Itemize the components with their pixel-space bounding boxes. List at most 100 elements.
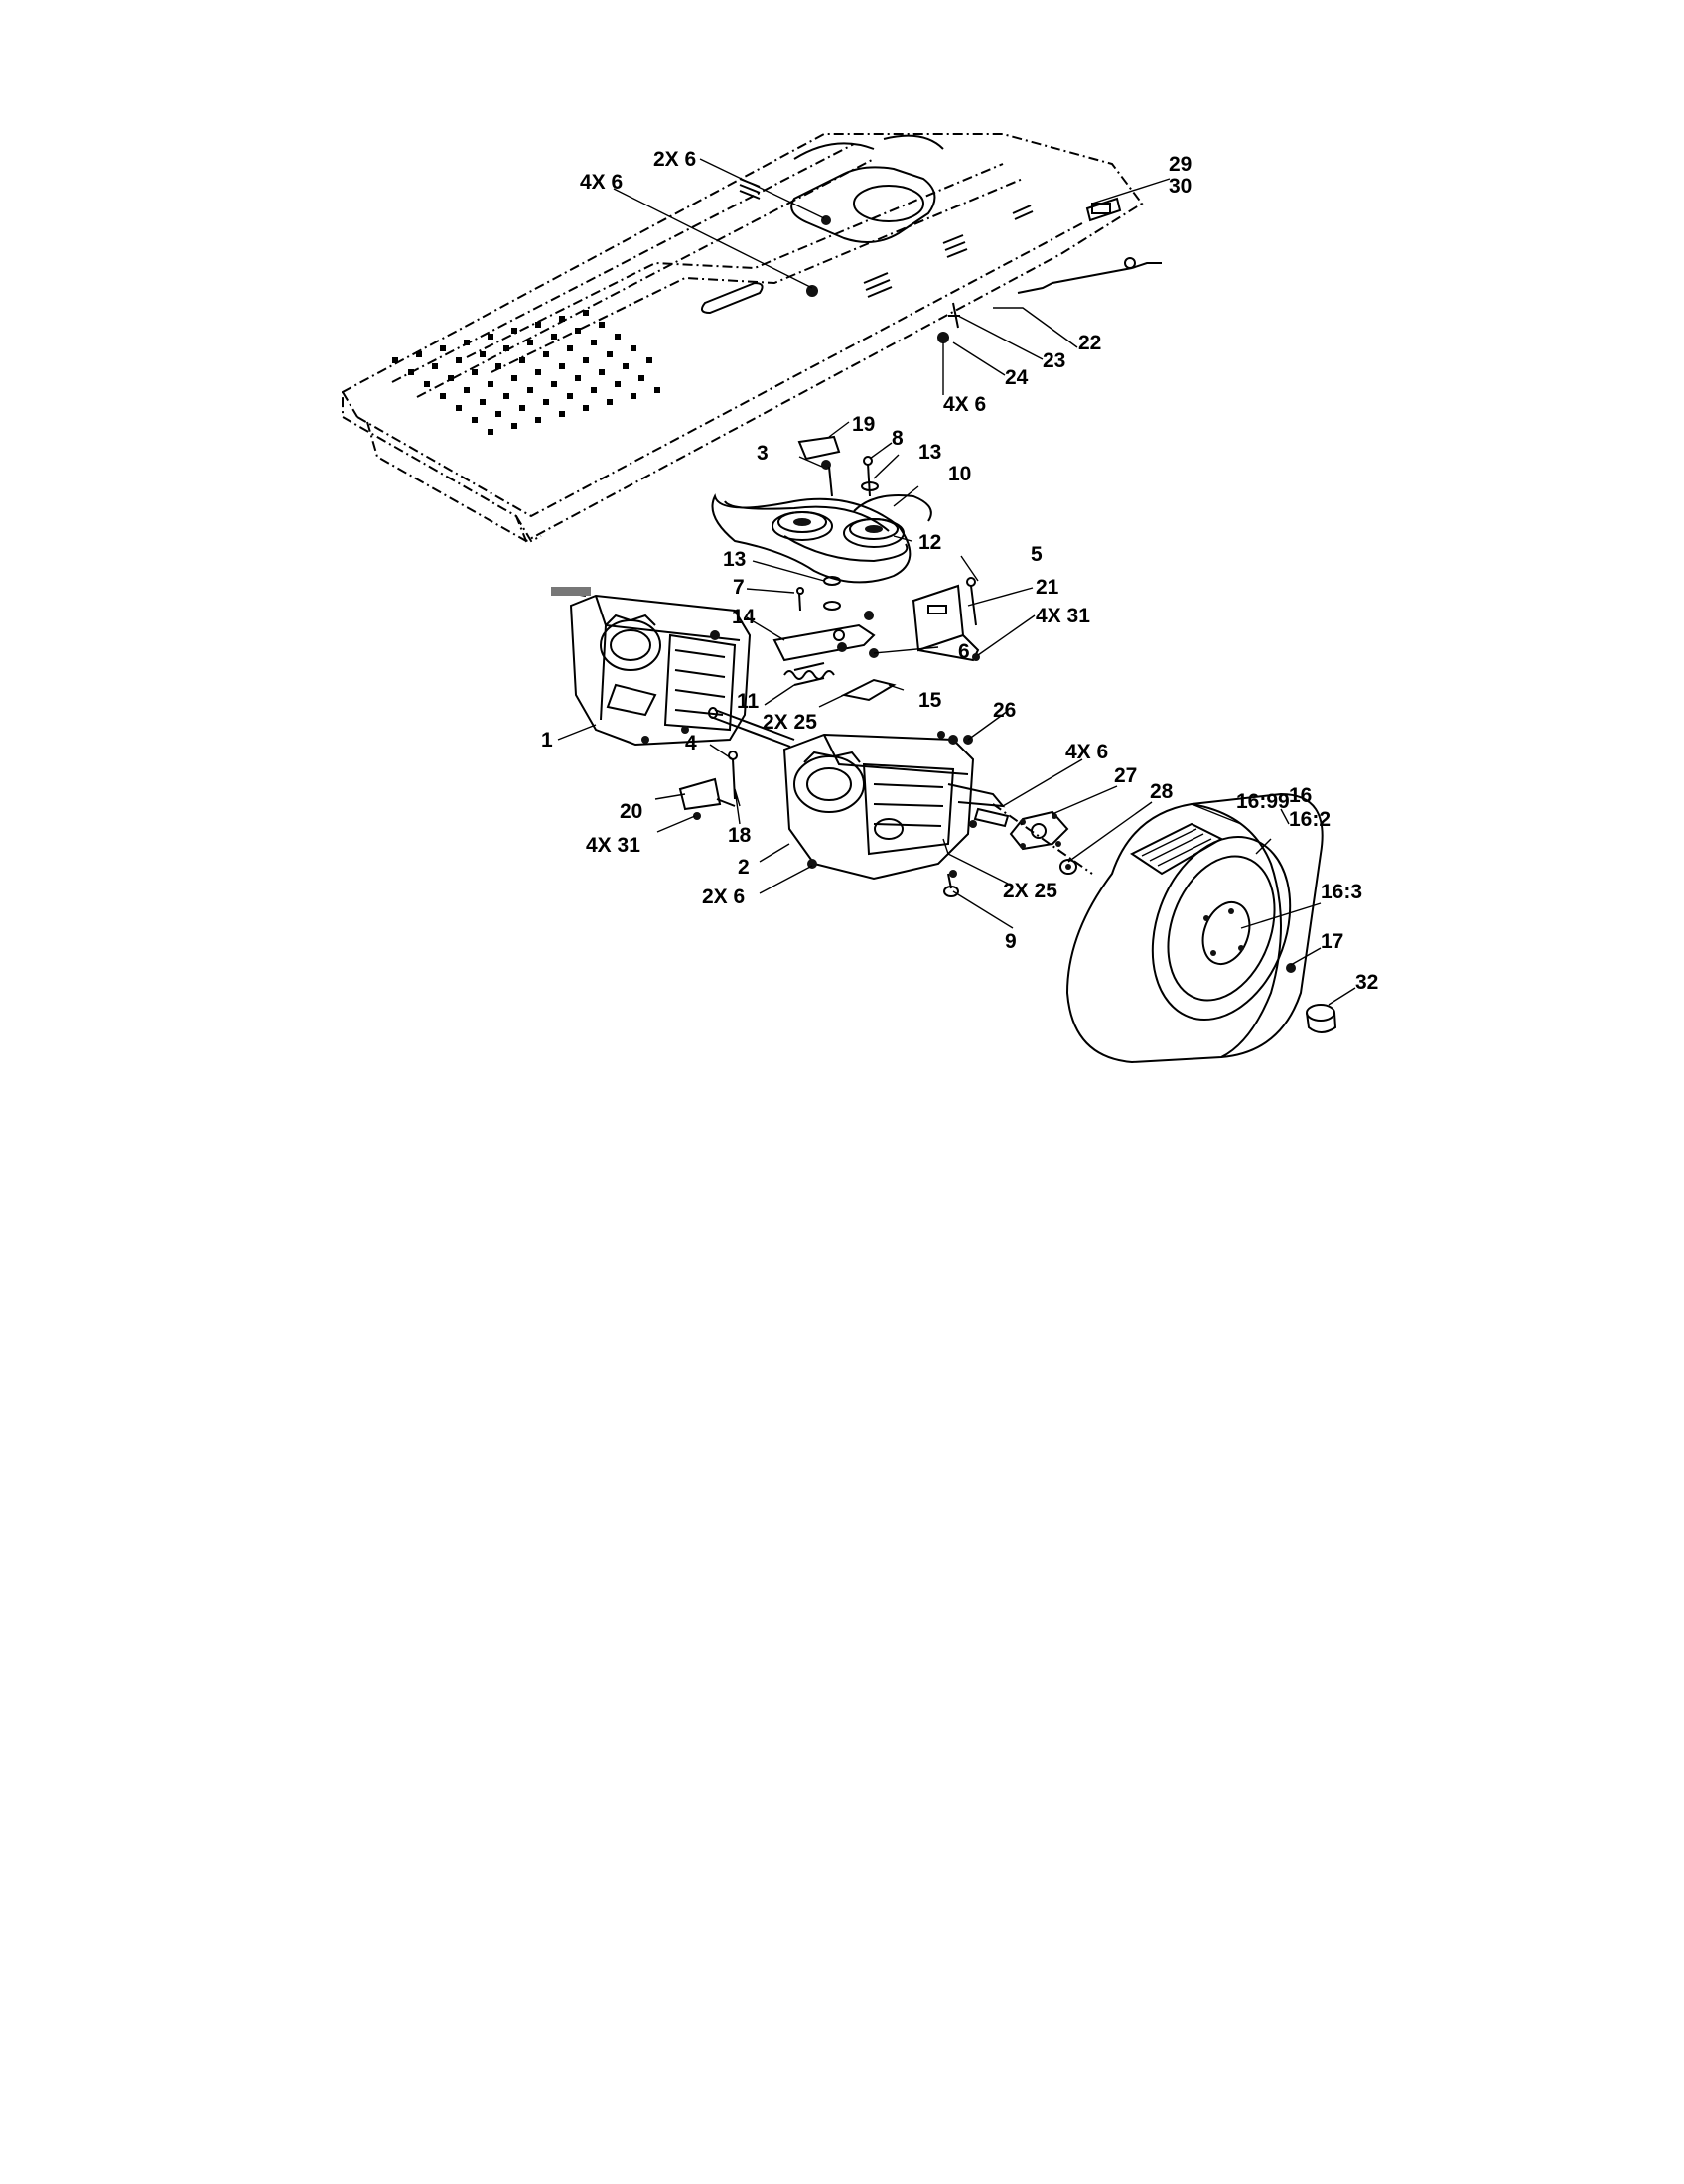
mower-frame	[342, 133, 1162, 543]
floor-plate-hole	[638, 375, 644, 381]
callout-14: 14	[732, 606, 756, 628]
callout-5: 5	[1031, 543, 1043, 566]
callout-16-99: 16:99	[1236, 790, 1290, 813]
callout-1: 1	[541, 729, 553, 751]
floor-plate-hole	[527, 387, 533, 393]
callout-32: 32	[1355, 971, 1378, 994]
floor-plate-hole	[480, 351, 486, 357]
floor-plate-hole	[488, 334, 493, 340]
axle-hub-parts	[943, 735, 1093, 897]
idler-arm-assembly	[772, 611, 897, 702]
floor-plate-hole	[527, 340, 533, 345]
callout-13a: 13	[918, 441, 941, 464]
floor-plate-hole	[631, 345, 636, 351]
floor-plate-hole	[654, 387, 660, 393]
callout-23: 23	[1043, 349, 1065, 372]
floor-plate-hole	[440, 345, 446, 351]
callout-24: 24	[1005, 366, 1029, 389]
frame-louvers	[739, 178, 1034, 298]
transmission-right	[708, 707, 1006, 881]
floor-plate-hole	[599, 322, 605, 328]
callout-3: 3	[757, 442, 769, 465]
callout-4x31-left: 4X 31	[586, 834, 640, 857]
callout-16: 16	[1289, 784, 1312, 807]
callout-4x6-frame: 4X 6	[943, 393, 986, 416]
floor-plate-hole	[464, 340, 470, 345]
callout-13b: 13	[723, 548, 746, 571]
callout-4: 4	[685, 732, 697, 754]
floor-plate-hole	[424, 381, 430, 387]
floor-plate-hole	[631, 393, 636, 399]
callout-21: 21	[1036, 576, 1059, 599]
callout-28: 28	[1150, 780, 1174, 803]
callout-18: 18	[728, 824, 752, 847]
floor-plate-hole	[607, 399, 613, 405]
callout-7: 7	[733, 576, 745, 599]
floor-plate-hole	[551, 381, 557, 387]
idler-pulley-left	[772, 511, 833, 541]
floor-plate-hole	[583, 405, 589, 411]
callout-6: 6	[958, 640, 970, 663]
floor-plate-hole	[440, 393, 446, 399]
floor-plate-hole	[567, 393, 573, 399]
callout-2x25-b: 2X 25	[1003, 880, 1057, 902]
callout-30: 30	[1169, 175, 1192, 198]
floor-plate-hole	[464, 387, 470, 393]
callout-16-3: 16:3	[1321, 881, 1362, 903]
floor-plate-hole	[408, 369, 414, 375]
floor-plate-hole	[543, 351, 549, 357]
floor-plate-hole	[567, 345, 573, 351]
floor-plate-hole	[488, 381, 493, 387]
floor-plate-hole	[607, 351, 613, 357]
floor-plate-hole	[392, 357, 398, 363]
floor-plate-hole	[456, 405, 462, 411]
floor-plate-hole	[623, 363, 629, 369]
callout-10: 10	[948, 463, 971, 485]
callout-17: 17	[1321, 930, 1343, 953]
callout-4x31-right: 4X 31	[1036, 605, 1090, 627]
callout-2x6-bottom: 2X 6	[702, 886, 745, 908]
callout-26: 26	[993, 699, 1016, 722]
floor-plate-hole	[519, 405, 525, 411]
floor-plate-hole	[432, 363, 438, 369]
floor-plate-hole	[456, 357, 462, 363]
floor-plate-hole	[511, 328, 517, 334]
floor-plate-hole	[575, 375, 581, 381]
floor-plate-hole	[599, 369, 605, 375]
floor-plate-hole	[480, 399, 486, 405]
floor-plate-hole	[583, 357, 589, 363]
floor-plate-hole	[472, 417, 478, 423]
floor-plate-hole	[559, 363, 565, 369]
floor-plate-hole	[416, 351, 422, 357]
floor-plate-hole	[535, 322, 541, 328]
floor-plate-hole	[495, 363, 501, 369]
floor-plate-hole	[646, 357, 652, 363]
floor-plate-hole	[543, 399, 549, 405]
callout-29: 29	[1169, 153, 1192, 176]
floor-plate-hole	[591, 340, 597, 345]
floor-plate-hole	[575, 328, 581, 334]
floor-plate-hole	[503, 345, 509, 351]
floor-plate-hole	[535, 417, 541, 423]
floor-plate-hole	[535, 369, 541, 375]
leader-lines	[557, 158, 1356, 1006]
floor-plate-hole	[519, 357, 525, 363]
callout-19: 19	[852, 413, 875, 436]
floor-plate-hole	[511, 375, 517, 381]
callout-2x6-top: 2X 6	[653, 148, 696, 171]
floor-plate-hole	[559, 316, 565, 322]
floor-plate-hole	[615, 381, 621, 387]
callout-12: 12	[918, 531, 941, 554]
floor-plate-hole	[448, 375, 454, 381]
perforated-floor-plate	[392, 310, 660, 435]
callout-4x6-axle: 4X 6	[1065, 741, 1108, 763]
callout-4x6-top: 4X 6	[580, 171, 623, 194]
callout-27: 27	[1114, 764, 1137, 787]
floor-plate-hole	[583, 310, 589, 316]
floor-plate-hole	[495, 411, 501, 417]
bracket-20	[678, 751, 738, 820]
callout-11: 11	[737, 690, 760, 713]
callout-8: 8	[892, 427, 904, 450]
callout-22: 22	[1078, 332, 1101, 354]
